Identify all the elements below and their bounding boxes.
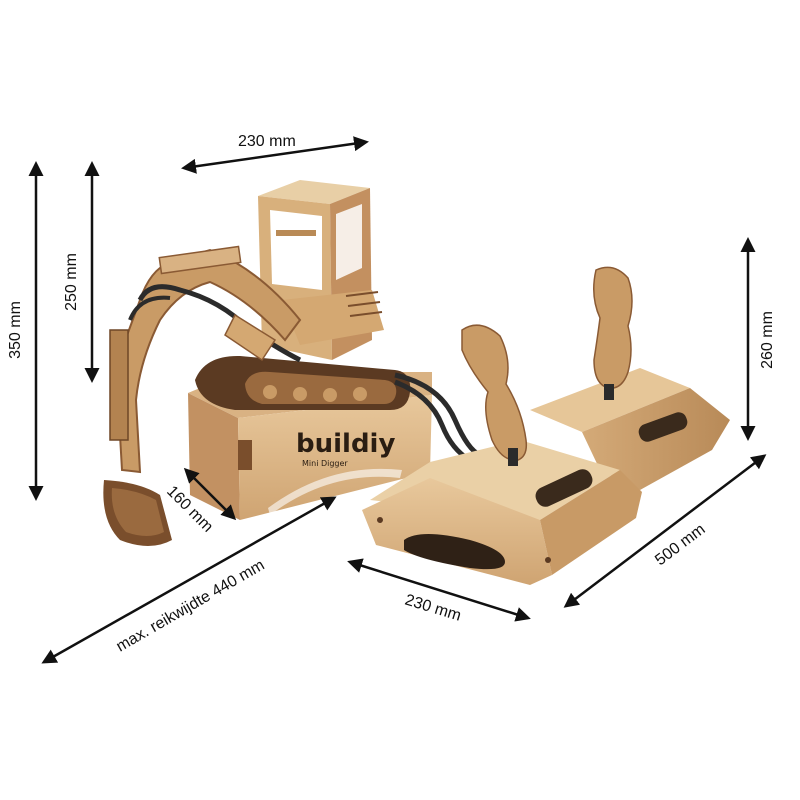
label-digger-cab-height: 250 mm <box>63 253 80 311</box>
joystick-left <box>461 324 528 466</box>
dimension-digger-cab-height: 250 mm <box>63 161 100 383</box>
label-controller-length: 500 mm <box>652 521 708 569</box>
buildiy-logo: buildiy Mini Digger <box>296 429 395 468</box>
dimension-max-reach: max. reikwijdte 440 mm <box>41 496 337 664</box>
label-controller-width: 230 mm <box>403 592 463 625</box>
digger-tracks <box>195 355 411 410</box>
hydraulic-hoses <box>394 372 482 463</box>
digger-boom-arm <box>109 245 302 474</box>
label-digger-width: 230 mm <box>238 133 296 150</box>
logo-text: buildiy <box>296 429 395 459</box>
logo-subtext: Mini Digger <box>302 459 348 468</box>
dimension-controller-height: 260 mm <box>740 237 776 441</box>
digger-cab <box>258 180 384 360</box>
joystick-right <box>593 266 633 400</box>
label-max-reach: max. reikwijdte 440 mm <box>114 557 268 656</box>
label-digger-total-height: 350 mm <box>7 301 24 359</box>
label-controller-height: 260 mm <box>759 311 776 369</box>
digger-bucket <box>103 480 172 546</box>
dimension-digger-total-height: 350 mm <box>7 161 44 501</box>
dimension-digger-width: 230 mm <box>181 133 369 174</box>
